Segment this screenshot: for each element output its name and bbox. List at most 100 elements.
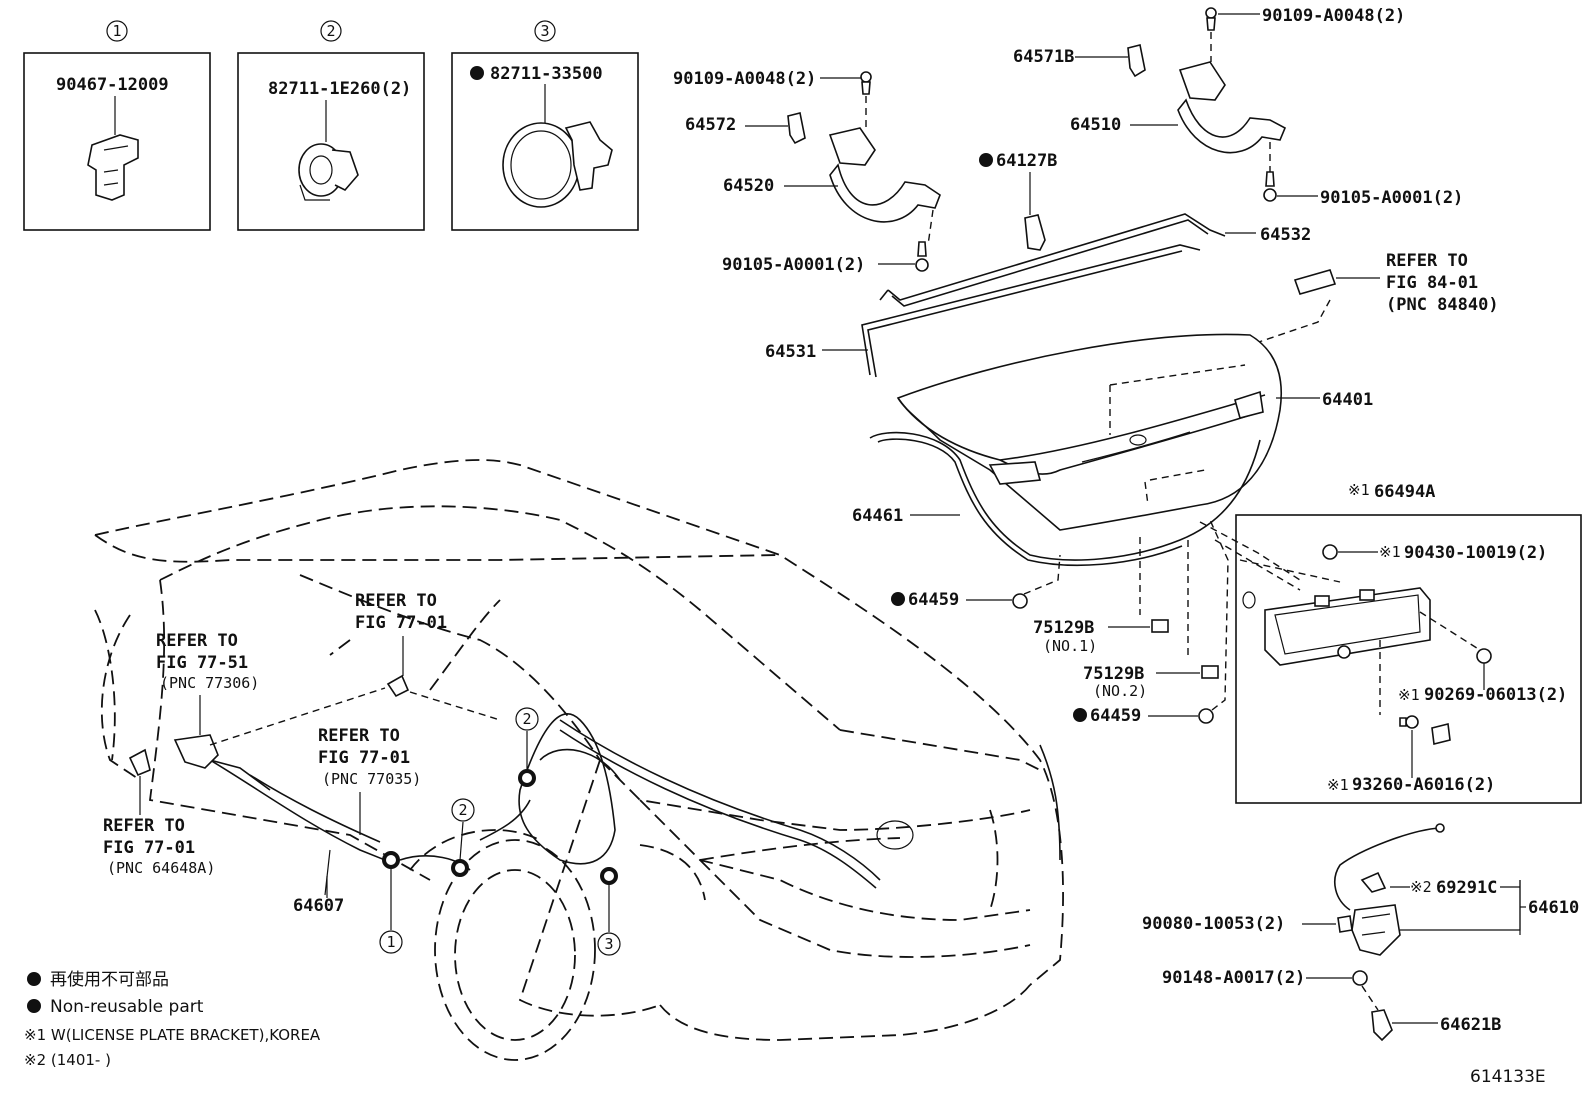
license-plate-bracket-66494a [1242,587,1431,666]
label-64532: 64532 [1260,225,1311,245]
hinge-bracket-64571b [1127,44,1146,78]
label-64510: 64510 [1070,115,1121,135]
bolt-90109-left: 90109-A0048(2) [673,69,872,130]
refer-77-01a-line1: REFER TO [355,591,437,611]
stopper-64127b [1024,214,1046,251]
screw-93260: ※1 93260-A6016(2) [1327,715,1495,795]
legend-note-1: ※1 W(LICENSE PLATE BRACKET),KOREA [24,1026,321,1044]
legend: 再使用不可部品 Non-reusable part ※1 W(LICENSE P… [24,969,321,1069]
label-64607: 64607 [293,896,344,916]
label-64459-a: 64459 [908,590,959,610]
label-75129b-b-sub: (NO.2) [1093,682,1147,700]
refer-77-01b-line3: (PNC 77035) [322,770,421,788]
inset-2-number: 2 [326,22,335,40]
pad-75129b-no2 [1201,665,1219,679]
hinge-64520 [828,127,941,223]
label-75129b-a: 75129B [1033,618,1094,638]
license-bracket-box [1235,514,1582,804]
bumper-64459-a [1012,593,1028,609]
label-93260: 93260-A6016(2) [1352,775,1495,795]
label-64621b: 64621B [1440,1015,1501,1035]
inset-box-1: 1 90467-12009 [23,20,211,231]
callout-2b-number: 2 [522,710,531,728]
lock-assembly-64610 [1334,823,1526,956]
refer-fig-84-01: REFER TO FIG 84-01 (PNC 84840) [1249,251,1499,346]
bolt-90080 [1337,915,1353,933]
clip-part-icon [87,134,139,201]
clamp-part-icon [298,143,359,201]
bolt-90109-top: 90109-A0048(2) [1205,6,1405,62]
label-75129b-b: 75129B [1083,664,1144,684]
mark-1-93260: ※1 [1327,776,1349,794]
label-90269: 90269-06013(2) [1424,685,1567,705]
legend-dot-jp [27,972,41,986]
refer-77-01c-line3: (PNC 64648A) [107,859,215,877]
refer-fig-77-51: REFER TO FIG 77-51 (PNC 77306) [156,631,259,735]
inset-2-part-label: 82711-1E260(2) [268,79,411,99]
hinge-64510 [1177,61,1287,154]
label-90148: 90148-A0017(2) [1162,968,1305,988]
callout-3-number: 3 [604,935,613,953]
non-reusable-dot [470,66,484,80]
refer-77-01b-line1: REFER TO [318,726,400,746]
lever-part [128,674,501,777]
refer-84-01-line2: FIG 84-01 [1386,273,1478,293]
label-66494a: 66494A [1374,482,1435,502]
inset-3-number: 3 [540,22,549,40]
refer-84-01-line1: REFER TO [1386,251,1468,271]
mark-1-66494a: ※1 [1348,481,1370,499]
label-69291c: 69291C [1436,878,1497,898]
inset-1-number: 1 [112,22,121,40]
refer-77-01a-line2: FIG 77-01 [355,613,447,633]
callouts: 1 2 2 3 [379,707,621,956]
label-64571b: 64571B [1013,47,1074,67]
callout-2a-number: 2 [458,801,467,819]
mark-2-69291c: ※2 [1410,878,1432,896]
label-64461: 64461 [852,506,903,526]
refer-77-51-line1: REFER TO [156,631,238,651]
torsion-bar-64531 [861,244,1201,378]
label-64459-b: 64459 [1090,706,1141,726]
inset-box-2: 2 82711-1E260(2) [237,20,425,231]
figure-id: 614133E [1470,1067,1546,1087]
refer-77-01c-line1: REFER TO [103,816,185,836]
non-reusable-dot-64459-b [1073,708,1087,722]
refer-77-01c-line2: FIG 77-01 [103,838,195,858]
label-90105-a: 90105-A0001(2) [722,255,865,275]
stud [1337,645,1351,659]
band-clamp-icon [502,121,613,208]
label-64127b: 64127B [996,151,1057,171]
hinge-bracket-64572 [787,112,806,145]
weatherstrip-64461 [869,431,1261,561]
refer-77-51-line3: (PNC 77306) [160,674,259,692]
label-64531: 64531 [765,342,816,362]
bolt-90105-right: 90105-A0001(2) [1263,171,1463,208]
callout-1-number: 1 [386,933,395,951]
mark-1-90269: ※1 [1398,686,1420,704]
nut-90269: ※1 90269-06013(2) [1398,648,1567,705]
trunk-lid-64401 [896,333,1282,531]
refer-77-51-line2: FIG 77-51 [156,653,248,673]
release-cable-64607 [209,719,1061,896]
label-75129b-a-sub: (NO.1) [1043,637,1097,655]
pad-75129b-no1 [1151,619,1169,633]
clip-90430: ※1 90430-10019(2) [1322,543,1547,563]
label-64610: 64610 [1528,898,1579,918]
refer-fig-77-01-c: REFER TO FIG 77-01 (PNC 64648A) [103,776,215,877]
label-90109-b: 90109-A0048(2) [673,69,816,89]
legend-en: Non-reusable part [50,997,204,1017]
mark-1-90430: ※1 [1379,543,1401,561]
inset-3-part-label: 82711-33500 [490,64,603,84]
label-90105-b: 90105-A0001(2) [1320,188,1463,208]
label-64401: 64401 [1322,390,1373,410]
bolt-90105-left: 90105-A0001(2) [722,241,929,275]
bolt-90148 [1352,970,1368,986]
inset-1-part-label: 90467-12009 [56,75,169,95]
vehicle-outline [94,459,1064,1061]
non-reusable-dot-64459-a [891,592,905,606]
refer-77-01b-line2: FIG 77-01 [318,748,410,768]
striker-64621b [1371,1009,1393,1042]
refer-fig-77-01-a: REFER TO FIG 77-01 [355,591,447,676]
label-64572: 64572 [685,115,736,135]
non-reusable-dot-64127b [979,153,993,167]
